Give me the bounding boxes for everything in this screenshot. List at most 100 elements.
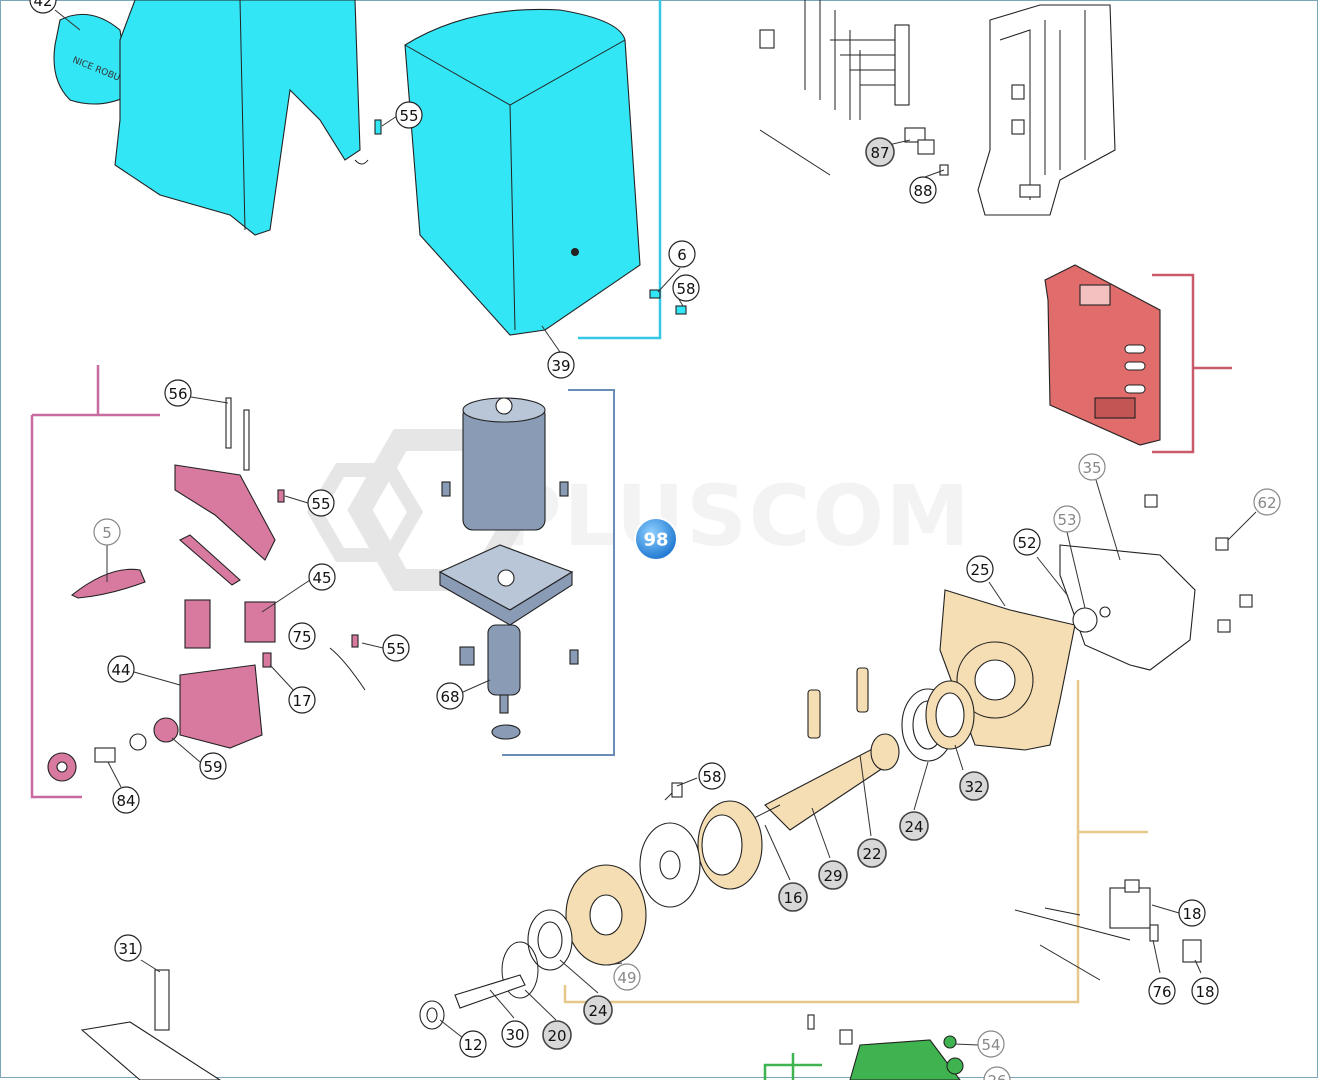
callout-25: 25: [966, 555, 994, 583]
cover-part-39: [404, 8, 641, 336]
release-housing-44: [179, 664, 263, 749]
svg-text:56: 56: [168, 385, 187, 403]
svg-text:87: 87: [870, 144, 889, 162]
front-cover-hole: [571, 248, 579, 256]
cover-side-shape: [53, 13, 131, 105]
leader-lines: [54, 9, 1257, 1046]
part-callouts: 42 55 6 58 39 87 88 56 55 5 45 75 55 17 …: [29, 0, 1281, 1080]
cover-edge-line: [239, 0, 246, 231]
svg-text:54: 54: [981, 1036, 1000, 1054]
callout-68: 68: [436, 682, 464, 710]
svg-text:25: 25: [970, 561, 989, 579]
control-board: [1044, 264, 1232, 454]
motor-group-bracket: [502, 389, 615, 756]
svg-text:17: 17: [292, 692, 311, 710]
svg-text:49: 49: [617, 969, 636, 987]
callout-18: 18: [1178, 899, 1206, 927]
svg-text:88: 88: [913, 182, 932, 200]
front-cover: [404, 8, 641, 336]
release-group-bracket: [30, 365, 160, 799]
callout-58: 58: [698, 762, 726, 790]
callout-30: 30: [501, 1020, 529, 1048]
front-cover-corner: [509, 104, 516, 331]
svg-text:18: 18: [1182, 905, 1201, 923]
svg-text:26: 26: [987, 1072, 1006, 1080]
cover-part-42: NICE ROBUS: [53, 0, 361, 236]
callout-76: 76: [1148, 977, 1176, 1005]
control-board-bracket: [1152, 273, 1232, 454]
callout-55: 55: [382, 634, 410, 662]
callout-39: 39: [547, 351, 575, 379]
svg-text:6: 6: [677, 246, 687, 264]
callout-16: 16: [778, 882, 808, 912]
svg-text:31: 31: [118, 940, 137, 958]
callout-22: 22: [857, 838, 887, 868]
svg-text:32: 32: [964, 778, 983, 796]
cover-group-bracket: [578, 0, 662, 340]
screw-set: [354, 119, 687, 315]
callout-88: 88: [909, 176, 937, 204]
limit-switch-parts: [1014, 879, 1202, 981]
svg-text:35: 35: [1082, 459, 1101, 477]
svg-text:42: 42: [33, 0, 52, 10]
svg-text:53: 53: [1057, 511, 1076, 529]
callout-42: 42: [29, 0, 57, 14]
callout-44: 44: [107, 655, 135, 683]
callout-84: 84: [112, 786, 140, 814]
bottom-board-bracket: [763, 1053, 822, 1080]
callout-53: 53: [1053, 505, 1081, 533]
callout-55: 55: [395, 101, 423, 129]
callout-32: 32: [959, 771, 989, 801]
callout-17: 17: [288, 686, 316, 714]
svg-text:16: 16: [783, 889, 802, 907]
cover-screws: [1144, 494, 1253, 633]
svg-text:29: 29: [823, 867, 842, 885]
callout-45: 45: [308, 563, 336, 591]
callout-24: 24: [583, 995, 613, 1025]
callout-59: 59: [199, 752, 227, 780]
svg-text:84: 84: [116, 792, 135, 810]
svg-text:44: 44: [111, 661, 130, 679]
callout-26: 26: [983, 1066, 1011, 1080]
callout-58: 58: [672, 274, 700, 302]
callout-18: 18: [1191, 977, 1219, 1005]
callout-52: 52: [1013, 528, 1041, 556]
svg-text:30: 30: [505, 1026, 524, 1044]
callout-29: 29: [818, 860, 848, 890]
callout-24: 24: [899, 811, 929, 841]
svg-text:24: 24: [588, 1002, 607, 1020]
svg-text:5: 5: [102, 524, 112, 542]
callout-49: 49: [613, 963, 641, 991]
svg-text:39: 39: [551, 357, 570, 375]
svg-text:62: 62: [1257, 494, 1276, 512]
svg-text:45: 45: [312, 569, 331, 587]
svg-text:20: 20: [547, 1027, 566, 1045]
svg-text:55: 55: [386, 640, 405, 658]
svg-text:58: 58: [702, 768, 721, 786]
housing-frame: [977, 4, 1116, 216]
badge-label: 98: [643, 530, 668, 551]
part-98-badge[interactable]: 98: [634, 517, 678, 561]
wiring-harness: [759, 0, 949, 176]
svg-text:55: 55: [399, 107, 418, 125]
badge-circle: [634, 517, 678, 561]
svg-text:76: 76: [1152, 983, 1171, 1001]
watermark-text: PLUSCOM: [500, 467, 971, 565]
svg-text:75: 75: [292, 628, 311, 646]
svg-text:58: 58: [676, 280, 695, 298]
callout-35: 35: [1078, 453, 1106, 481]
callout-54: 54: [977, 1030, 1005, 1058]
svg-text:12: 12: [463, 1036, 482, 1054]
gear-group-bracket: [563, 680, 1148, 1004]
motor-assembly: [438, 389, 615, 756]
release-lever-5: [70, 568, 146, 599]
svg-text:24: 24: [904, 818, 923, 836]
svg-text:68: 68: [440, 688, 459, 706]
callout-31: 31: [114, 934, 142, 962]
svg-text:55: 55: [311, 495, 330, 513]
callout-5: 5: [93, 518, 121, 546]
svg-text:52: 52: [1017, 534, 1036, 552]
gear-cover-35: [1059, 544, 1196, 671]
callout-56: 56: [164, 379, 192, 407]
